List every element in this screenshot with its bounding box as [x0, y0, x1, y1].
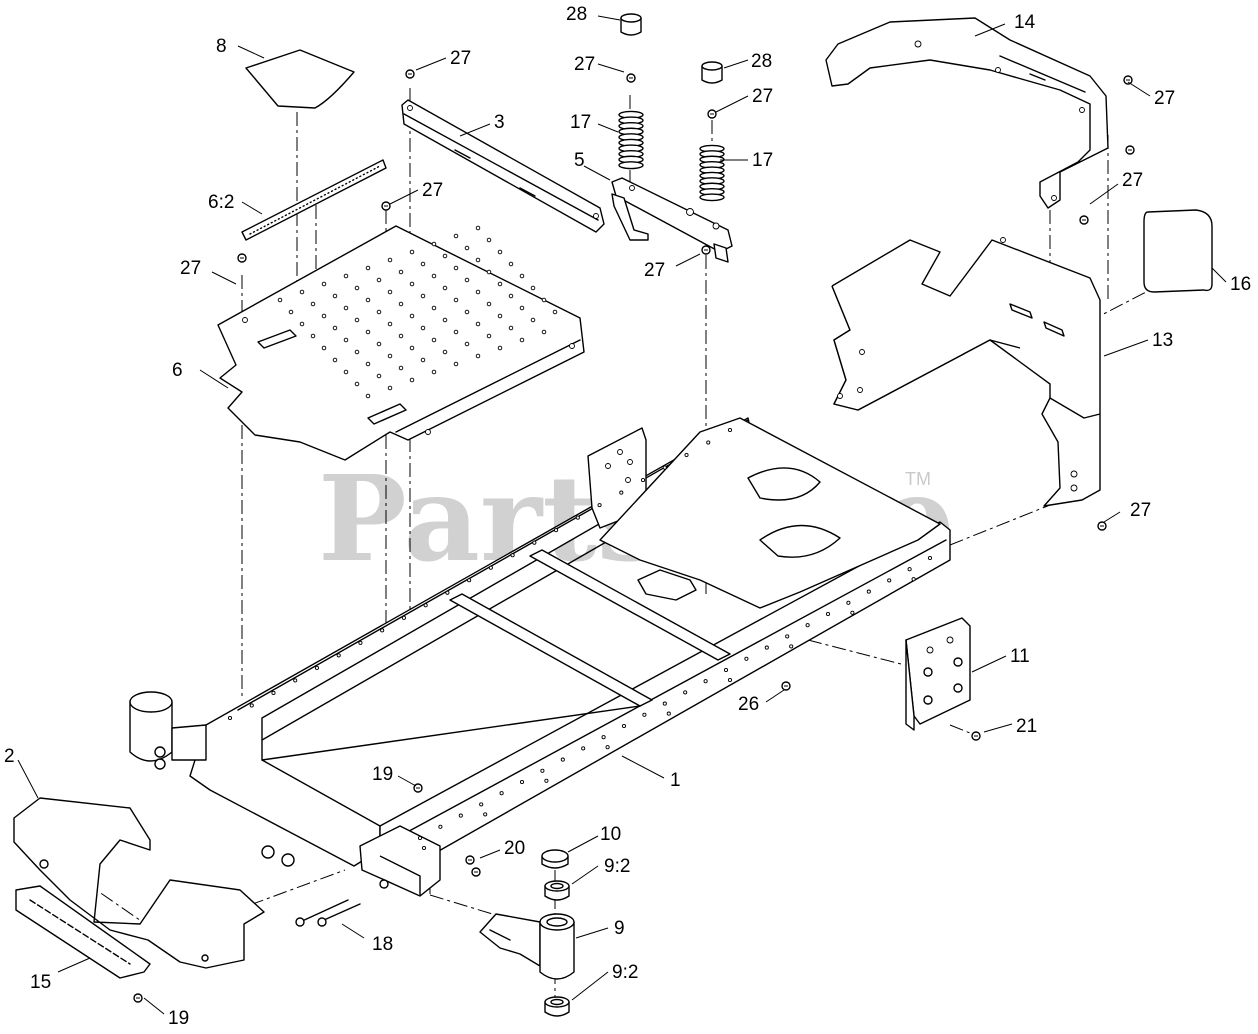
watermark-trademark: TM — [905, 469, 931, 489]
bolts-part-18 — [295, 899, 361, 927]
front-cover-part-2 — [13, 797, 265, 969]
callout-26: 26 — [738, 694, 759, 715]
control-panel-part-14 — [825, 17, 1109, 209]
callout-14: 14 — [1014, 12, 1036, 33]
callout-28: 28 — [566, 4, 587, 25]
leader-lines — [17, 15, 1227, 1015]
callout-3: 3 — [494, 112, 505, 133]
bracket-part-5 — [611, 177, 733, 263]
callout-17: 17 — [570, 112, 591, 133]
bearing-part-9-2-lower — [544, 996, 570, 1017]
bearing-part-9-2-upper — [544, 880, 570, 901]
side-panel-part-13 — [831, 237, 1101, 507]
callout-27: 27 — [450, 48, 471, 69]
callout-27: 27 — [180, 258, 201, 279]
seat-rail-part-3 — [401, 99, 605, 233]
dust-cap-part-10 — [541, 849, 569, 869]
spring-part-17-right — [699, 144, 725, 202]
callout-17: 17 — [752, 150, 773, 171]
callout-27: 27 — [1122, 170, 1143, 191]
callout-16: 16 — [1230, 274, 1251, 295]
decal-part-15 — [15, 885, 151, 979]
callout-19: 19 — [168, 1008, 189, 1029]
decal-part-16 — [1143, 209, 1213, 293]
callout-20: 20 — [504, 838, 525, 859]
callout-27: 27 — [574, 54, 595, 75]
callout-10: 10 — [600, 824, 621, 845]
callout-6: 6 — [172, 360, 183, 381]
caster-yoke-part-9 — [479, 913, 575, 980]
mount-plate-part-11 — [905, 617, 971, 731]
floor-pan-part-6 — [217, 225, 585, 461]
callout-5: 5 — [574, 150, 585, 171]
callout-15: 15 — [30, 972, 51, 993]
callout-27: 27 — [1154, 88, 1175, 109]
callout-13: 13 — [1152, 330, 1173, 351]
callout-1: 1 — [670, 770, 681, 791]
fasteners — [133, 69, 1135, 1003]
callout-28: 28 — [751, 51, 772, 72]
callout-8: 8 — [216, 36, 227, 57]
callout-6-2: 6:2 — [208, 192, 234, 213]
decal-part-8 — [245, 49, 355, 109]
callout-2: 2 — [4, 746, 15, 767]
callout-27: 27 — [1130, 500, 1151, 521]
callout-18: 18 — [372, 934, 393, 955]
callout-11: 11 — [1010, 646, 1030, 667]
callout-27: 27 — [422, 180, 443, 201]
callout-27: 27 — [644, 260, 665, 281]
callout-19: 19 — [372, 764, 393, 785]
main-frame-part-1 — [129, 417, 951, 897]
bumper-cap-part-28-right — [701, 61, 723, 84]
callout-9-2: 9:2 — [604, 856, 630, 877]
callout-27: 27 — [752, 86, 773, 107]
spring-part-17-left — [618, 110, 644, 170]
callout-9: 9 — [614, 918, 625, 939]
callout-9-2: 9:2 — [612, 962, 638, 983]
callout-21: 21 — [1016, 716, 1037, 737]
bumper-cap-part-28-left — [620, 13, 642, 36]
callout-labels: 28 28 14 8 27 27 27 27 27 27 27 27 27 3 … — [4, 4, 1251, 1029]
